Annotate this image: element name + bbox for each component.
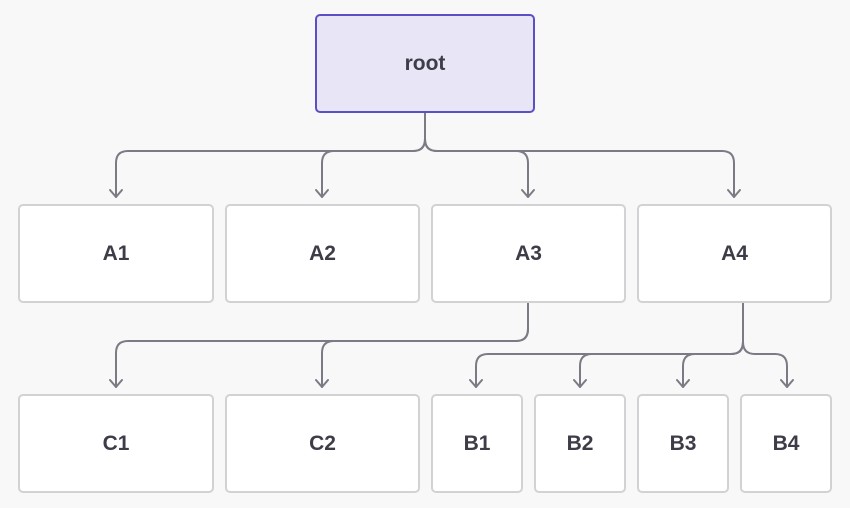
- node-b3: B3: [637, 394, 729, 493]
- b1-arrow: [469, 379, 483, 388]
- c1-arrow: [109, 379, 123, 388]
- node-b4: B4: [740, 394, 832, 493]
- node-label: A4: [721, 241, 748, 265]
- node-label: C1: [102, 431, 130, 455]
- a2-arrow: [315, 189, 329, 198]
- b4-connector: [742, 341, 788, 388]
- a1-connector: [115, 138, 426, 198]
- a2-connector: [321, 138, 426, 198]
- node-c1: C1: [18, 394, 214, 493]
- node-label: A2: [309, 241, 336, 265]
- node-c2: C2: [225, 394, 420, 493]
- node-label: root: [404, 51, 446, 75]
- node-a1: A1: [18, 204, 214, 303]
- node-b1: B1: [431, 394, 523, 493]
- node-label: C2: [309, 431, 336, 455]
- node-label: B1: [463, 431, 491, 455]
- node-label: A1: [102, 241, 130, 265]
- b3-arrow: [676, 379, 690, 388]
- b4-arrow: [780, 379, 794, 388]
- a4-arrow: [727, 189, 741, 198]
- node-b2: B2: [534, 394, 626, 493]
- b3-connector: [682, 341, 744, 388]
- a4-connector: [424, 138, 735, 198]
- node-label: A3: [515, 241, 542, 265]
- b2-arrow: [573, 379, 587, 388]
- node-root: root: [315, 14, 535, 113]
- a3-connector: [424, 138, 529, 198]
- node-a2: A2: [225, 204, 420, 303]
- b1-connector: [475, 341, 744, 388]
- c2-arrow: [315, 379, 329, 388]
- a1-arrow: [109, 189, 123, 198]
- b2-connector: [579, 341, 744, 388]
- node-label: B2: [566, 431, 594, 455]
- node-a4: A4: [637, 204, 832, 303]
- node-a3: A3: [431, 204, 626, 303]
- a3-arrow: [521, 189, 535, 198]
- node-label: B4: [772, 431, 800, 455]
- node-label: B3: [669, 431, 697, 455]
- c2-connector: [321, 328, 529, 388]
